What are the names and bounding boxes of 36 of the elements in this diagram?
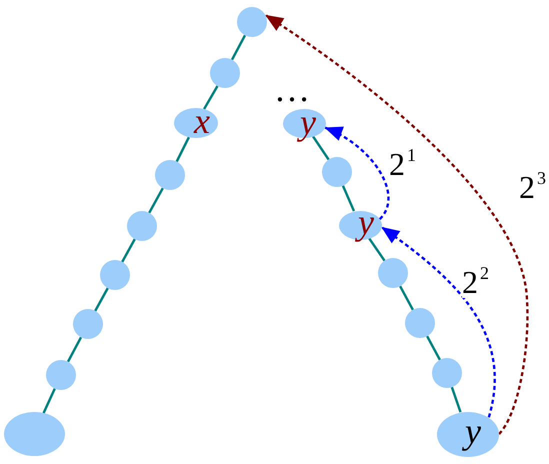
line xyxy=(42,388,56,414)
circle-node xyxy=(432,358,462,388)
line xyxy=(94,288,109,312)
line xyxy=(176,136,190,162)
math-variable: y xyxy=(297,102,319,144)
line xyxy=(342,185,356,212)
circle-node xyxy=(155,160,185,190)
dashed-arrow xyxy=(324,126,390,220)
circle-node xyxy=(210,58,240,88)
dashed-arrow xyxy=(264,14,529,435)
line xyxy=(121,238,136,262)
circle-node xyxy=(46,360,76,390)
math-variable: x xyxy=(192,101,211,143)
line xyxy=(312,136,330,160)
circle-node xyxy=(405,308,435,338)
line xyxy=(426,336,441,360)
line xyxy=(66,336,82,362)
line xyxy=(368,237,386,262)
line xyxy=(230,34,246,60)
circle-node xyxy=(73,309,103,339)
line xyxy=(203,85,219,110)
ellipse-node xyxy=(4,412,64,456)
circle-node xyxy=(127,211,157,241)
line xyxy=(148,188,164,214)
math-variable: y xyxy=(462,411,484,453)
circle-node xyxy=(100,260,130,290)
circle-node xyxy=(237,7,267,37)
ellipsis: … xyxy=(274,77,310,102)
math-variable: y xyxy=(355,202,377,244)
circle-node xyxy=(322,157,352,187)
circle-node xyxy=(378,258,408,288)
ellipse-node xyxy=(174,108,218,138)
line xyxy=(450,386,462,413)
dashed-arrow xyxy=(380,226,496,418)
edge-label: 2$^{2}$ xyxy=(462,266,489,298)
line xyxy=(399,286,414,310)
